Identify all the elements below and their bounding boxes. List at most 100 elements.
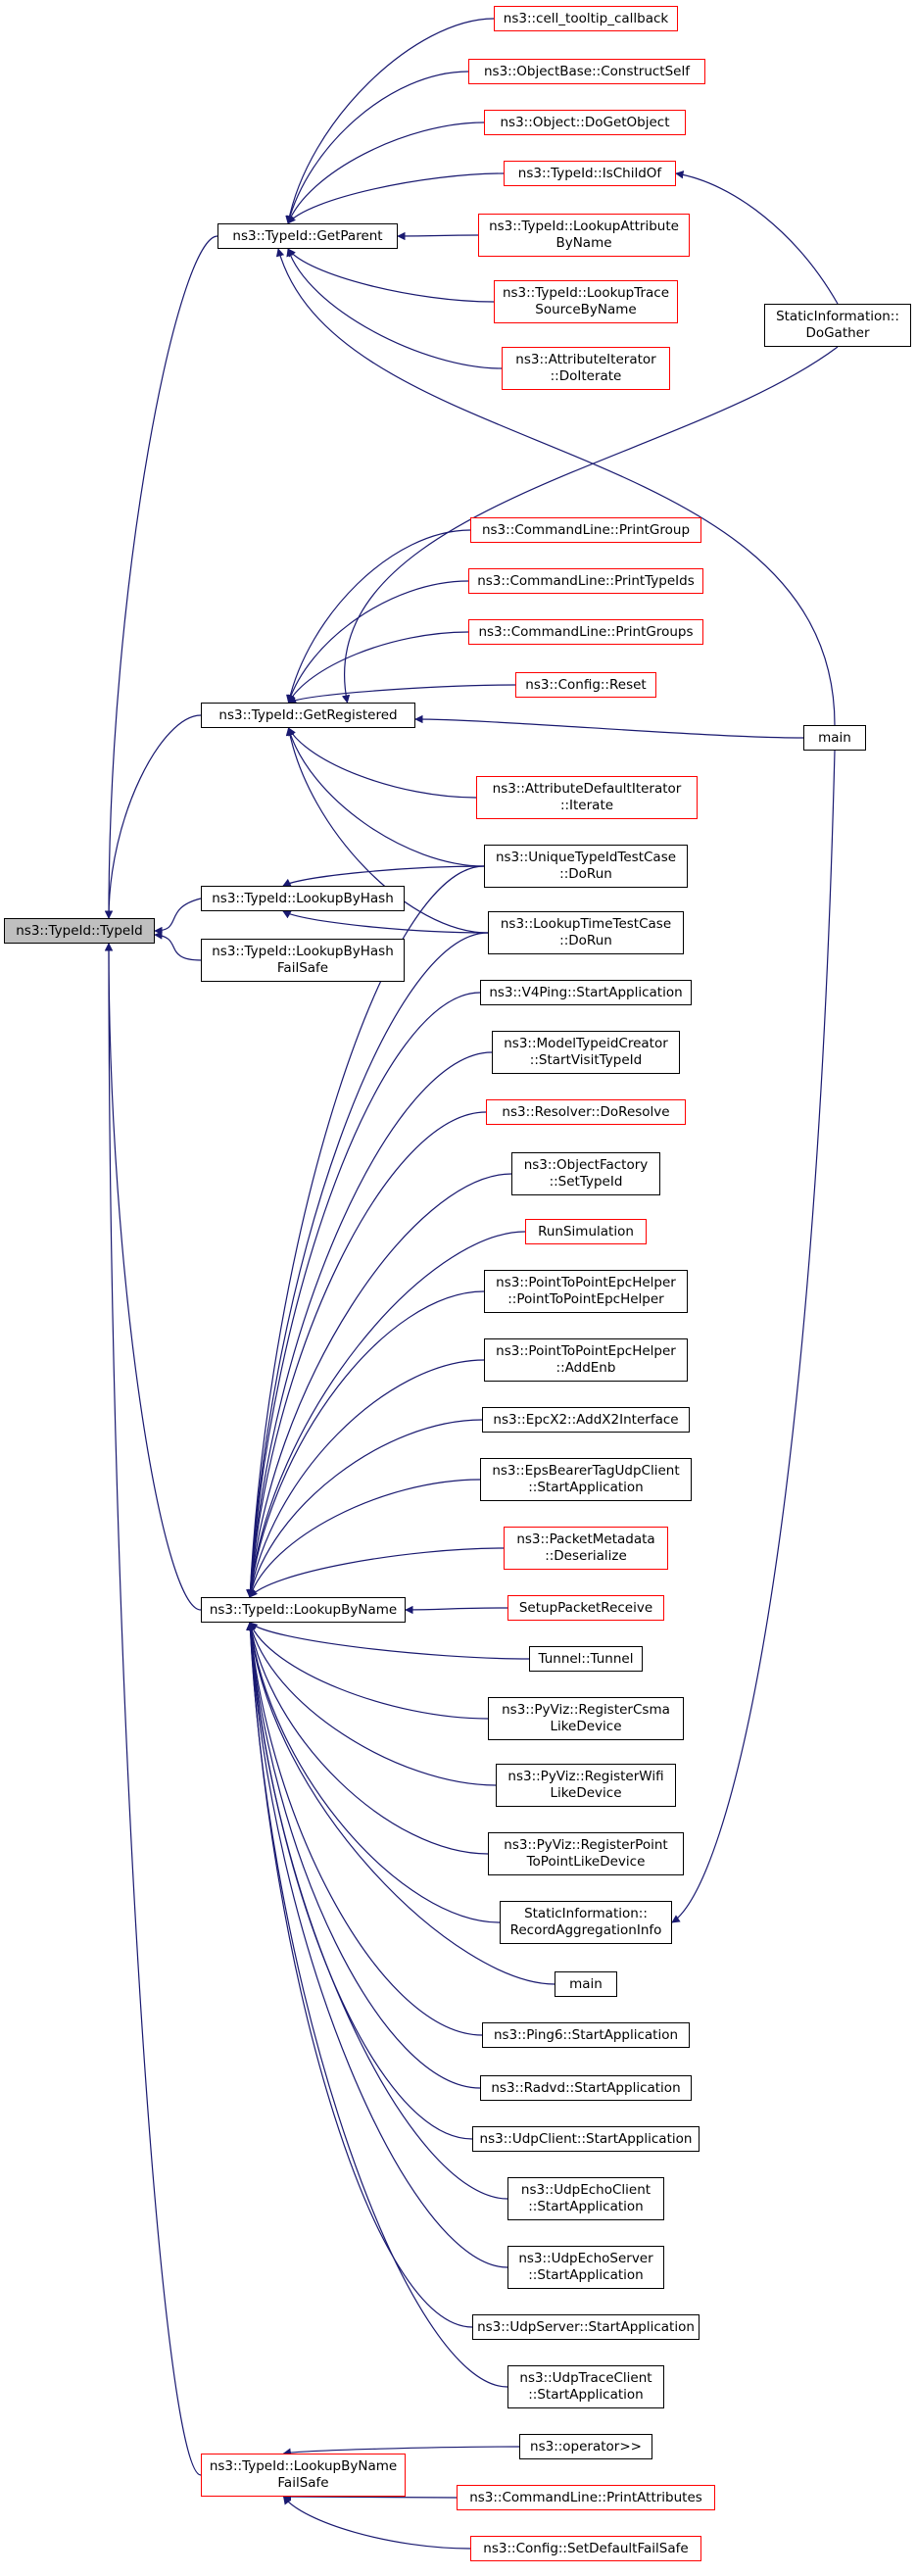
edge-udpechoclient-to-lookupbyname <box>246 1622 508 2200</box>
node-udpclient[interactable]: ns3::UdpClient::StartApplication <box>472 2126 700 2152</box>
node-label-line: ::SetTypeId <box>549 1174 623 1190</box>
node-label-line: ns3::operator>> <box>530 2438 642 2454</box>
node-attrdefiter[interactable]: ns3::AttributeDefaultIterator::Iterate <box>476 776 698 819</box>
edge-operatorshr-to-lookupbynamefailsafe <box>282 2446 520 2456</box>
node-setuppacket[interactable]: SetupPacketReceive <box>507 1595 664 1621</box>
node-label-line: ns3::Config::SetDefaultFailSafe <box>483 2540 689 2556</box>
node-ping6[interactable]: ns3::Ping6::StartApplication <box>482 2022 690 2048</box>
edge-uniquetest-to-getregistered <box>286 727 485 867</box>
node-packetmeta[interactable]: ns3::PacketMetadata::Deserialize <box>504 1527 668 1570</box>
node-uniquetest[interactable]: ns3::UniqueTypeIdTestCase::DoRun <box>484 845 688 888</box>
node-label-line: ns3::Object::DoGetObject <box>500 114 670 130</box>
node-v4ping[interactable]: ns3::V4Ping::StartApplication <box>480 980 692 1005</box>
node-label: ns3::TypeId::GetParent <box>232 228 382 245</box>
node-dogetobject[interactable]: ns3::Object::DoGetObject <box>484 110 686 135</box>
node-lookuptimetest[interactable]: ns3::LookupTimeTestCase::DoRun <box>488 911 684 954</box>
node-label-line: ns3::TypeId::LookupAttribute <box>489 219 679 234</box>
edge-printgroups-to-getregistered <box>287 631 469 704</box>
node-printtypeids[interactable]: ns3::CommandLine::PrintTypeIds <box>468 568 703 594</box>
edge-printattrs-to-lookupbynamefailsafe <box>282 2492 458 2502</box>
node-label: ns3::AttributeIterator::DoIterate <box>515 352 655 385</box>
node-lookupbyname[interactable]: ns3::TypeId::LookupByName <box>201 1597 406 1623</box>
node-attriter[interactable]: ns3::AttributeIterator::DoIterate <box>502 347 670 390</box>
node-runsim[interactable]: RunSimulation <box>525 1219 647 1244</box>
node-configreset[interactable]: ns3::Config::Reset <box>515 672 656 698</box>
edge-lookupattr-to-getparent <box>397 231 479 241</box>
node-label-line: ns3::PyViz::RegisterCsma <box>502 1702 670 1718</box>
node-label-line: ns3::Ping6::StartApplication <box>493 2026 679 2043</box>
node-label-line: ns3::TypeId::LookupByHash <box>212 890 394 906</box>
node-ischildof[interactable]: ns3::TypeId::IsChildOf <box>504 161 676 186</box>
node-label: ns3::TypeId::LookupByHash <box>212 891 394 907</box>
node-celltooltip[interactable]: ns3::cell_tooltip_callback <box>494 6 678 31</box>
node-label-line: ToPointLikeDevice <box>526 1854 646 1870</box>
edge-printgroup-to-getregistered <box>286 529 471 704</box>
node-epcx2[interactable]: ns3::EpcX2::AddX2Interface <box>482 1407 690 1433</box>
node-operatorshr[interactable]: ns3::operator>> <box>519 2434 652 2459</box>
node-label: ns3::Config::SetDefaultFailSafe <box>483 2541 688 2557</box>
node-main2[interactable]: main <box>555 1971 617 1997</box>
node-label: ns3::Ping6::StartApplication <box>494 2027 678 2044</box>
node-lookupbyhash[interactable]: ns3::TypeId::LookupByHash <box>201 886 405 911</box>
node-label-line: DoGather <box>805 325 870 341</box>
node-udpechoclient[interactable]: ns3::UdpEchoClient::StartApplication <box>507 2177 664 2220</box>
node-printgroups[interactable]: ns3::CommandLine::PrintGroups <box>468 619 703 645</box>
node-p2pepc[interactable]: ns3::PointToPointEpcHelper::PointToPoint… <box>484 1270 688 1313</box>
edge-tunnel-to-lookupbyname <box>249 1622 530 1660</box>
node-epsbearer[interactable]: ns3::EpsBearerTagUdpClient::StartApplica… <box>480 1458 692 1501</box>
node-label-line: ns3::TypeId::GetRegistered <box>218 706 398 723</box>
node-udpechoserver[interactable]: ns3::UdpEchoServer::StartApplication <box>507 2246 664 2289</box>
node-label-line: ns3::UdpClient::StartApplication <box>479 2130 693 2147</box>
edge-modeltypeid-to-lookupbyname <box>246 1051 493 1598</box>
node-label-line: ns3::Radvd::StartApplication <box>491 2079 681 2096</box>
node-staticrecord[interactable]: StaticInformation::RecordAggregationInfo <box>500 1901 672 1944</box>
node-udpserver[interactable]: ns3::UdpServer::StartApplication <box>472 2314 700 2340</box>
edge-ping6-to-lookupbyname <box>246 1622 483 2036</box>
node-staticgather[interactable]: StaticInformation::DoGather <box>764 304 911 347</box>
node-label-line: Tunnel::Tunnel <box>538 1650 634 1667</box>
node-label-line: ns3::AttributeIterator <box>515 352 656 367</box>
node-setdefaultfs[interactable]: ns3::Config::SetDefaultFailSafe <box>470 2536 701 2561</box>
node-printgroup[interactable]: ns3::CommandLine::PrintGroup <box>470 517 701 543</box>
node-radvd[interactable]: ns3::Radvd::StartApplication <box>480 2075 692 2101</box>
node-tunnel[interactable]: Tunnel::Tunnel <box>529 1646 643 1672</box>
node-label-line: ns3::UdpEchoServer <box>518 2251 653 2266</box>
node-constructself[interactable]: ns3::ObjectBase::ConstructSelf <box>468 59 705 84</box>
node-label: ns3::ObjectBase::ConstructSelf <box>484 64 690 80</box>
node-label-line: SourceByName <box>535 302 637 317</box>
node-objfactory[interactable]: ns3::ObjectFactory::SetTypeId <box>511 1152 660 1195</box>
edge-epcx2-to-lookupbyname <box>247 1419 483 1598</box>
node-p2pepcaddenb[interactable]: ns3::PointToPointEpcHelper::AddEnb <box>484 1338 688 1382</box>
node-udptraceclient[interactable]: ns3::UdpTraceClient::StartApplication <box>507 2365 664 2408</box>
node-getparent[interactable]: ns3::TypeId::GetParent <box>217 223 398 249</box>
node-modeltypeid[interactable]: ns3::ModelTypeidCreator::StartVisitTypeI… <box>492 1031 680 1074</box>
node-label: ns3::PointToPointEpcHelper::AddEnb <box>496 1343 676 1377</box>
edge-packetmeta-to-lookupbyname <box>249 1547 505 1598</box>
node-label-line: RecordAggregationInfo <box>509 1922 662 1938</box>
node-resolver[interactable]: ns3::Resolver::DoResolve <box>486 1099 686 1125</box>
node-main1[interactable]: main <box>803 725 866 751</box>
edge-celltooltip-to-getparent <box>285 18 495 224</box>
node-label: ns3::Config::Reset <box>525 677 646 694</box>
node-printattrs[interactable]: ns3::CommandLine::PrintAttributes <box>457 2485 715 2510</box>
edge-printtypeids-to-getregistered <box>286 580 469 704</box>
node-label: ns3::CommandLine::PrintAttributes <box>469 2490 702 2506</box>
node-getregistered[interactable]: ns3::TypeId::GetRegistered <box>201 703 415 728</box>
node-label: ns3::TypeId::LookupByName <box>210 1602 397 1619</box>
edge-ischildof-to-getparent <box>287 172 505 224</box>
edge-udpechoserver-to-lookupbyname <box>246 1622 508 2268</box>
edge-main1-to-getparent <box>275 248 836 726</box>
node-label-line: ns3::LookupTimeTestCase <box>500 916 672 932</box>
node-label: ns3::PointToPointEpcHelper::PointToPoint… <box>496 1275 676 1308</box>
